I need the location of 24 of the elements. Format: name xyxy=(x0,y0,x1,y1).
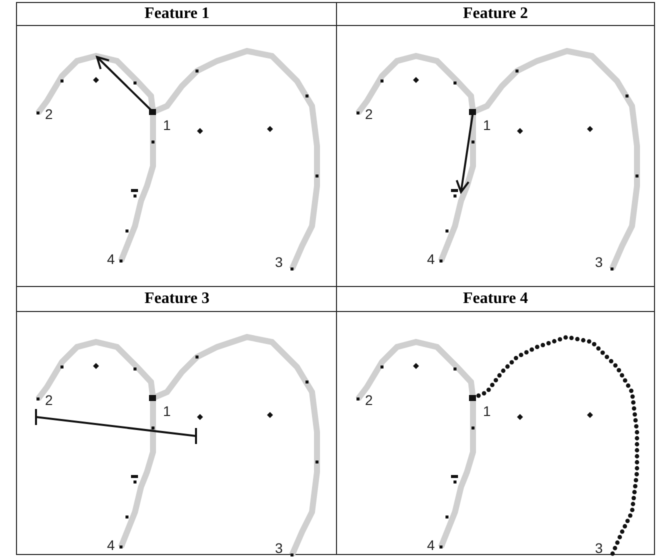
feature-panel xyxy=(336,2,655,288)
point-number: 4 xyxy=(427,538,435,552)
point-number: 4 xyxy=(427,252,435,266)
point-number: 1 xyxy=(163,118,171,132)
feature-panel xyxy=(16,286,338,555)
point-number: 2 xyxy=(365,107,373,121)
point-number: 3 xyxy=(595,255,603,269)
point-number: 3 xyxy=(275,541,283,555)
feature-panel xyxy=(336,286,655,555)
point-number: 3 xyxy=(595,541,603,555)
point-number: 2 xyxy=(45,393,53,407)
panel-heading: Feature 1 xyxy=(144,4,210,24)
panel-heading: Feature 2 xyxy=(462,4,528,24)
panel-heading: Feature 3 xyxy=(144,289,210,309)
point-number: 1 xyxy=(483,404,491,418)
point-number: 1 xyxy=(483,118,491,132)
point-number: 3 xyxy=(275,255,283,269)
point-number: 1 xyxy=(163,404,171,418)
point-number: 4 xyxy=(107,252,115,266)
point-number: 2 xyxy=(45,107,53,121)
feature-panel xyxy=(16,2,338,288)
point-number: 2 xyxy=(365,393,373,407)
panel-heading: Feature 4 xyxy=(462,289,528,309)
point-number: 4 xyxy=(107,538,115,552)
